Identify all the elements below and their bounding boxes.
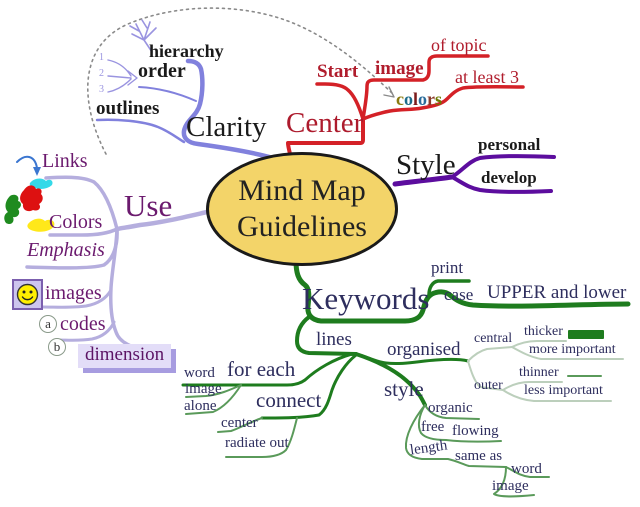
order-number-1: 1 bbox=[99, 52, 104, 63]
node-central: central bbox=[474, 331, 513, 346]
numbered-list-icon bbox=[107, 59, 138, 93]
node-links: Links bbox=[42, 150, 88, 172]
node-colors-multicolor: colors bbox=[396, 90, 442, 109]
order-number-2: 2 bbox=[99, 68, 104, 79]
links-arrow-icon bbox=[16, 155, 41, 176]
color-blobs-icon bbox=[4, 178, 55, 232]
node-thicker: thicker bbox=[524, 324, 563, 339]
node-less-important: less important bbox=[524, 383, 603, 398]
node-free: free bbox=[421, 419, 445, 435]
code-b-badge: b bbox=[48, 338, 66, 356]
node-images: images bbox=[45, 282, 102, 304]
node-clarity: Clarity bbox=[186, 111, 267, 143]
node-develop: develop bbox=[481, 168, 537, 187]
node-radiate-out: radiate out bbox=[225, 435, 289, 451]
keywords-branch-lines bbox=[181, 258, 631, 498]
thicker-line-sample bbox=[568, 330, 604, 339]
style-branch-lines bbox=[392, 154, 556, 194]
node-dimension: dimension bbox=[85, 344, 165, 365]
node-thinner: thinner bbox=[519, 365, 559, 380]
node-center-sub: center bbox=[221, 415, 258, 431]
colors-letter: o bbox=[404, 89, 413, 109]
node-image-red: image bbox=[375, 58, 424, 79]
node-of-topic: of topic bbox=[431, 35, 487, 55]
colors-letter: l bbox=[413, 89, 419, 109]
node-organic: organic bbox=[428, 400, 473, 416]
node-emphasis: Emphasis bbox=[27, 239, 105, 261]
order-number-3: 3 bbox=[99, 84, 104, 95]
hierarchy-tree-icon bbox=[129, 19, 157, 53]
dimension-box: dimension bbox=[78, 344, 172, 368]
node-start: Start bbox=[317, 61, 359, 82]
node-use: Use bbox=[124, 188, 173, 223]
node-organised: organised bbox=[387, 339, 461, 360]
node-keywords: Keywords bbox=[302, 281, 430, 316]
node-flowing: flowing bbox=[452, 423, 499, 439]
node-codes: codes bbox=[60, 313, 106, 335]
topic-line1: Mind Map bbox=[238, 174, 366, 207]
node-more-important: more important bbox=[529, 342, 616, 357]
code-a-letter: a bbox=[45, 316, 51, 331]
node-at-least-3: at least 3 bbox=[455, 67, 519, 87]
node-image-sub: image bbox=[185, 381, 222, 397]
node-word: word bbox=[184, 365, 215, 381]
node-outlines: outlines bbox=[96, 98, 160, 119]
node-style-sub: style bbox=[384, 377, 424, 401]
node-hierarchy: hierarchy bbox=[149, 41, 224, 61]
node-case: case bbox=[444, 285, 474, 304]
node-colors-left: Colors bbox=[49, 211, 103, 233]
use-branch-lines bbox=[25, 175, 210, 351]
node-for-each: for each bbox=[227, 357, 296, 381]
colors-letter: s bbox=[435, 89, 443, 109]
node-alone: alone bbox=[184, 398, 217, 414]
node-image2: image bbox=[492, 478, 529, 494]
smiley-face bbox=[16, 283, 39, 306]
node-lines: lines bbox=[316, 329, 352, 350]
smiley-icon bbox=[12, 279, 43, 310]
node-order: order bbox=[138, 60, 186, 82]
topic-line2: Guidelines bbox=[237, 210, 367, 243]
node-word2: word bbox=[511, 461, 542, 477]
code-b-letter: b bbox=[53, 339, 61, 354]
clarity-branch-lines bbox=[95, 19, 276, 161]
node-same-as: same as bbox=[455, 448, 503, 464]
node-upper-lower: UPPER and lower bbox=[487, 282, 627, 303]
node-connect: connect bbox=[256, 388, 322, 412]
central-topic: Mind Map Guidelines bbox=[206, 152, 398, 266]
node-personal: personal bbox=[478, 135, 541, 154]
cross-link-arrow bbox=[87, 7, 395, 155]
node-style: Style bbox=[396, 149, 456, 181]
colors-letter: r bbox=[427, 89, 436, 109]
code-a-badge: a bbox=[39, 315, 57, 333]
colors-letter: o bbox=[418, 89, 428, 109]
node-center: Center bbox=[286, 107, 364, 139]
center-branch-lines bbox=[286, 54, 525, 156]
colors-letter: c bbox=[396, 89, 404, 109]
node-print: print bbox=[431, 258, 464, 277]
node-outer: outer bbox=[474, 378, 503, 393]
